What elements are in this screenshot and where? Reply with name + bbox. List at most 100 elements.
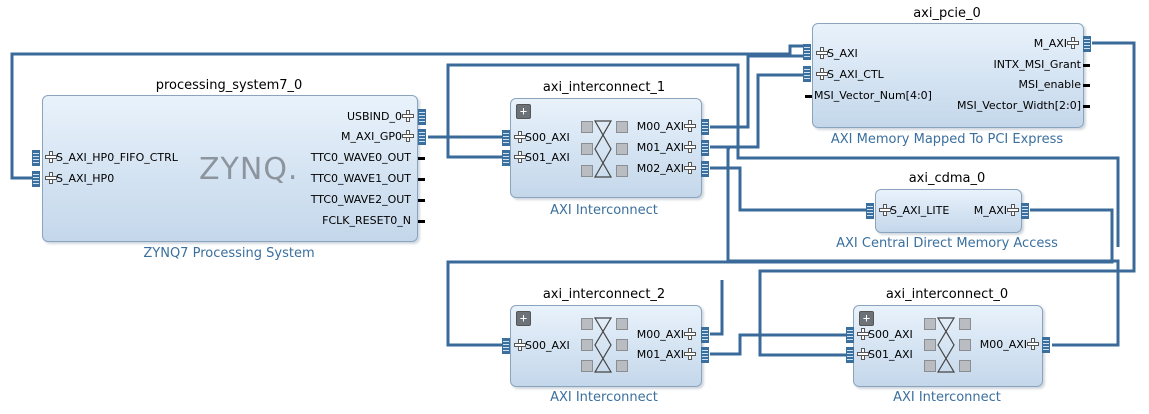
- crossbar-square: [616, 318, 628, 330]
- ps-port-usbind-connector[interactable]: [418, 109, 426, 125]
- crossbar-icon: [936, 317, 956, 373]
- ic2-m01-connector[interactable]: [701, 347, 709, 363]
- expand-plus-icon: [816, 68, 828, 80]
- interconnect-2-block[interactable]: +: [510, 305, 702, 387]
- expand-plus-icon: [684, 162, 696, 174]
- ic2-instance-name: axi_interconnect_2: [542, 287, 666, 302]
- ps-instance-name: processing_system7_0: [155, 78, 303, 93]
- crossbar-square: [581, 143, 593, 155]
- pcie-port-msi-vector-num[interactable]: MSI_Vector_Num[4:0]: [814, 89, 932, 102]
- expand-plus-icon: [816, 47, 828, 59]
- expand-plus-icon: [514, 151, 526, 163]
- ic2-port-m01[interactable]: M01_AXI: [637, 348, 696, 361]
- ps-port-fifo-ctrl-connector[interactable]: [32, 150, 40, 166]
- wire-cdma-maxi-to-ic2-s00: [446, 208, 1114, 347]
- crossbar-square: [581, 318, 593, 330]
- zynq-logo: ZYNQ.: [199, 152, 299, 187]
- wire-ic2-m00: [710, 280, 724, 336]
- crossbar-square: [616, 360, 628, 372]
- ps-port-ttc0-wave1[interactable]: TTC0_WAVE1_OUT: [310, 172, 411, 185]
- pcie-s-axi-connector[interactable]: [803, 44, 811, 60]
- ic2-m00-connector[interactable]: [701, 327, 709, 343]
- pcie-m-axi-connector[interactable]: [1083, 36, 1091, 52]
- ic0-port-s00[interactable]: S00_AXI: [857, 328, 913, 341]
- crossbar-square: [581, 121, 593, 133]
- cdma-s-axi-lite-connector[interactable]: [866, 203, 874, 219]
- crossbar-square: [581, 339, 593, 351]
- expand-plus-icon: [45, 172, 57, 184]
- pcie-port-m-axi[interactable]: M_AXI: [1034, 37, 1079, 50]
- expand-button[interactable]: +: [859, 311, 874, 326]
- cdma-instance-name: axi_cdma_0: [908, 171, 986, 186]
- expand-plus-icon: [402, 110, 414, 122]
- cdma-block[interactable]: [875, 189, 1022, 233]
- expand-plus-icon: [514, 131, 526, 143]
- crossbar-square: [616, 339, 628, 351]
- expand-plus-icon: [1067, 37, 1079, 49]
- ic0-m00-connector[interactable]: [1042, 337, 1050, 353]
- crossbar-icon: [593, 317, 613, 373]
- ps-port-usbind[interactable]: USBIND_0: [347, 110, 414, 123]
- cdma-port-s-axi-lite[interactable]: S_AXI_LITE: [879, 204, 949, 217]
- pcie-block[interactable]: [812, 23, 1084, 128]
- ic1-m00-connector[interactable]: [701, 119, 709, 135]
- ic1-instance-name: axi_interconnect_1: [542, 80, 666, 95]
- pcie-instance-name: axi_pcie_0: [913, 6, 981, 21]
- ic2-port-s00[interactable]: S00_AXI: [514, 339, 570, 352]
- ic1-s01-connector[interactable]: [502, 150, 510, 166]
- pcie-port-intx-msi-grant[interactable]: INTX_MSI_Grant: [993, 58, 1081, 71]
- crossbar-square: [959, 318, 971, 330]
- ps-pin-wave2: [418, 199, 425, 202]
- pcie-port-s-axi-ctl[interactable]: S_AXI_CTL: [816, 68, 884, 81]
- cdma-port-m-axi[interactable]: M_AXI: [974, 204, 1019, 217]
- ic1-port-s00[interactable]: S00_AXI: [514, 131, 570, 144]
- ic0-s01-connector[interactable]: [846, 347, 854, 363]
- ps-port-fifo-ctrl[interactable]: S_AXI_HP0_FIFO_CTRL: [45, 151, 178, 164]
- ic1-port-m01[interactable]: M01_AXI: [637, 141, 696, 154]
- ps-port-hp0-connector[interactable]: [32, 171, 40, 187]
- pcie-subtitle: AXI Memory Mapped To PCI Express: [830, 132, 1064, 147]
- ic0-instance-name: axi_interconnect_0: [885, 287, 1009, 302]
- ic1-m01-connector[interactable]: [701, 140, 709, 156]
- ps-port-m-axi-gp0[interactable]: M_AXI_GP0: [341, 130, 414, 143]
- ps-port-ttc0-wave0[interactable]: TTC0_WAVE0_OUT: [310, 151, 411, 164]
- cdma-m-axi-connector[interactable]: [1021, 203, 1029, 219]
- processing-system-block[interactable]: ZYNQ.: [42, 95, 418, 242]
- ic2-port-m00[interactable]: M00_AXI: [637, 328, 696, 341]
- ic0-s00-connector[interactable]: [846, 327, 854, 343]
- crossbar-square: [581, 360, 593, 372]
- ic0-port-m00[interactable]: M00_AXI: [980, 338, 1039, 351]
- pcie-port-s-axi[interactable]: S_AXI: [816, 47, 858, 60]
- interconnect-0-block[interactable]: +: [853, 305, 1043, 387]
- pcie-port-msi-enable[interactable]: MSI_enable: [1018, 78, 1081, 91]
- pcie-s-axi-ctl-connector[interactable]: [803, 66, 811, 82]
- expand-plus-icon: [1027, 338, 1039, 350]
- ps-port-fclk-reset[interactable]: FCLK_RESET0_N: [322, 214, 411, 227]
- expand-plus-icon: [684, 348, 696, 360]
- expand-button[interactable]: +: [516, 104, 531, 119]
- expand-button[interactable]: +: [516, 311, 531, 326]
- ic2-s00-connector[interactable]: [502, 338, 510, 354]
- ic1-m02-connector[interactable]: [701, 161, 709, 177]
- crossbar-square: [959, 360, 971, 372]
- ps-port-ttc0-wave2[interactable]: TTC0_WAVE2_OUT: [310, 193, 411, 206]
- crossbar-icon: [593, 120, 613, 178]
- ic1-s00-connector[interactable]: [502, 130, 510, 146]
- expand-plus-icon: [857, 328, 869, 340]
- ic1-port-s01[interactable]: S01_AXI: [514, 151, 570, 164]
- pcie-pin-intx: [1083, 64, 1090, 67]
- crossbar-square: [924, 339, 936, 351]
- pcie-port-msi-vector-width[interactable]: MSI_Vector_Width[2:0]: [956, 99, 1081, 112]
- ps-port-gp0-connector[interactable]: [418, 129, 426, 145]
- ic0-port-s01[interactable]: S01_AXI: [857, 348, 913, 361]
- expand-plus-icon: [684, 141, 696, 153]
- ic2-subtitle: AXI Interconnect: [550, 390, 658, 405]
- ic1-port-m02[interactable]: M02_AXI: [637, 162, 696, 175]
- ps-port-hp0[interactable]: S_AXI_HP0: [45, 172, 114, 185]
- ic1-port-m00[interactable]: M00_AXI: [637, 120, 696, 133]
- ic1-subtitle: AXI Interconnect: [550, 203, 658, 218]
- pcie-pin-msi-vector-num: [805, 95, 812, 98]
- ps-pin-wave1: [418, 178, 425, 181]
- expand-plus-icon: [879, 204, 891, 216]
